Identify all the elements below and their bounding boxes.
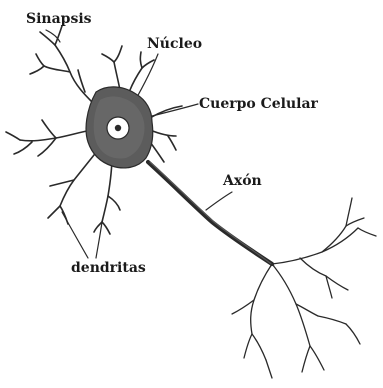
axon-terminals	[232, 198, 376, 378]
leader-dendritas-1	[62, 212, 88, 258]
label-dendritas: dendritas	[71, 261, 146, 275]
leader-cuerpo	[152, 104, 198, 116]
label-axon: Axón	[223, 174, 262, 188]
label-cuerpo-celular: Cuerpo Celular	[199, 97, 318, 111]
dendrite-right	[150, 106, 182, 162]
dendrite-upper	[102, 46, 154, 90]
dendrite-left	[6, 120, 92, 156]
leader-axon	[206, 192, 232, 210]
label-sinapsis: Sinapsis	[26, 12, 92, 26]
label-nucleo: Núcleo	[147, 37, 202, 51]
nucleus	[107, 117, 129, 139]
dendrite-upper-left	[30, 26, 95, 105]
